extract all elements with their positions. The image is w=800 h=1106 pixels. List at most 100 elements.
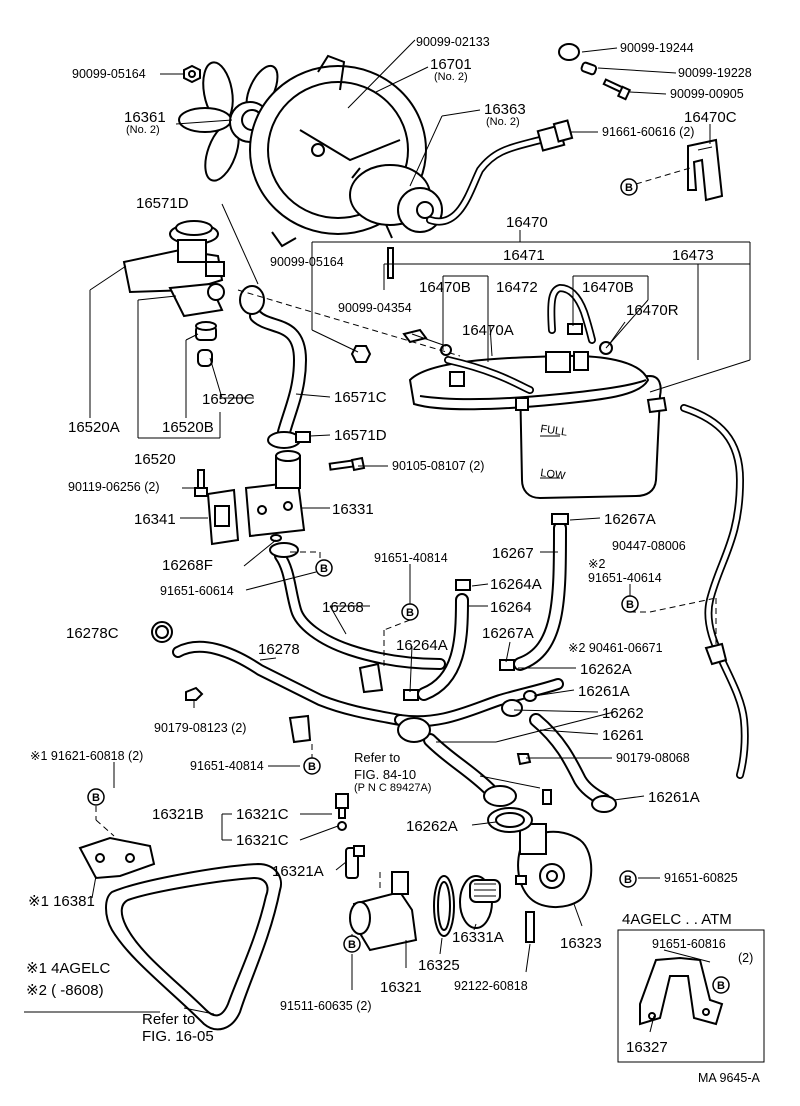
label-16321C-b: 16321C (236, 832, 289, 849)
label-16331: 16331 (332, 501, 374, 518)
label-16470C: 16470C (684, 109, 737, 126)
label-note2: ※2 (588, 557, 605, 571)
label-16571C: 16571C (334, 389, 387, 406)
water-outlet-16520 (122, 220, 225, 318)
label-16361: 16361 (124, 109, 166, 126)
label-16264A-top: 16264A (490, 576, 542, 593)
label-variant: 4AGELC . . ATM (622, 911, 732, 928)
bracket-icon (185, 662, 384, 744)
label-16472: 16472 (496, 279, 538, 296)
label-16473: 16473 (672, 247, 714, 264)
label-90447-08006: 90447-08006 (612, 539, 686, 553)
label-91511-60635: 91511-60635 (2) (280, 999, 372, 1013)
gasket-16341-icon (206, 488, 240, 546)
label-refer-fig-line2: FIG. 16-05 (142, 1028, 214, 1045)
label-16470B-a: 16470B (419, 279, 471, 296)
nut-icon (183, 64, 201, 84)
cap-icon (195, 321, 217, 367)
reservoir-tank: FULL LOW (408, 351, 668, 500)
label-90099-19244: 90099-19244 (620, 41, 694, 55)
label-16261A-bot: 16261A (648, 789, 700, 806)
label-16331A: 16331A (452, 929, 504, 946)
fan-motor-icon (349, 164, 443, 233)
water-inlet-16331 (244, 450, 306, 538)
label-16361-note: (No. 2) (126, 124, 160, 136)
label-90099-05164-mid: 90099-05164 (270, 255, 344, 269)
bolt-icon (602, 78, 632, 101)
label-16267A-top: 16267A (604, 511, 656, 528)
electric-fan-assembly (178, 43, 724, 248)
label-91651-60816: 91651-60816 (652, 937, 726, 951)
hose-clamp-16571D-icon (239, 285, 311, 449)
label-16571D-top: 16571D (136, 195, 189, 212)
leader-lines (24, 39, 751, 1033)
label-16321B: 16321B (152, 806, 204, 823)
label-91621-60818: ※1 91621-60818 (2) (30, 749, 143, 763)
label-16520: 16520 (134, 451, 176, 468)
label-16264: 16264 (490, 599, 532, 616)
label-refer-line3: (P N C 89427A) (354, 782, 431, 794)
label-16363: 16363 (484, 101, 526, 118)
collar-icon (580, 61, 598, 76)
label-90099-02133: 90099-02133 (416, 35, 490, 49)
label-90179-08123: 90179-08123 (2) (154, 721, 246, 735)
label-16327: 16327 (626, 1039, 668, 1056)
label-91651-60825: 91651-60825 (664, 871, 738, 885)
label-90119-06256: 90119-06256 (2) (68, 480, 160, 494)
label-16470R: 16470R (626, 302, 679, 319)
label-91651-60614: 91651-60614 (160, 584, 234, 598)
label-16325: 16325 (418, 957, 460, 974)
bracket-16381-icon (78, 836, 156, 880)
label-16321: 16321 (380, 979, 422, 996)
svg-text:FULL: FULL (540, 423, 568, 439)
label-16267A-mid: 16267A (482, 625, 534, 642)
gasket-16325-icon (433, 875, 455, 937)
label-16264A-mid: 16264A (396, 637, 448, 654)
label-16520A: 16520A (68, 419, 120, 436)
hose-clips-icon (403, 513, 569, 701)
label-16520C: 16520C (202, 391, 255, 408)
label-90461-06671: ※2 90461-06671 (568, 641, 663, 655)
bracket-16470C-icon (687, 138, 724, 202)
pipe-end-16268F-icon (269, 534, 299, 558)
figure-id: MA 9645-A (698, 1071, 761, 1085)
label-90099-19228: 90099-19228 (678, 66, 752, 80)
label-91651-60816-qty: (2) (738, 951, 753, 965)
label-16262A-bot: 16262A (406, 818, 458, 835)
label-16321C-a: 16321C (236, 806, 289, 823)
label-16701-note: (No. 2) (434, 71, 468, 83)
label-16262: 16262 (602, 705, 644, 722)
label-92122-60818: 92122-60818 (454, 979, 528, 993)
label-refer-fig-line1: Refer to (142, 1011, 195, 1028)
label-16363-note: (No. 2) (486, 116, 520, 128)
o-ring-16278C-icon (151, 621, 173, 643)
label-16323: 16323 (560, 935, 602, 952)
label-90099-04354: 90099-04354 (338, 301, 412, 315)
connector-icon (536, 119, 574, 152)
label-16470A: 16470A (462, 322, 514, 339)
legend-line-2: ※2 ( -8608) (26, 982, 104, 999)
sensor-16321B-icon (335, 793, 349, 831)
label-91651-40814-bot: 91651-40814 (190, 759, 264, 773)
label-91651-40814-top: 91651-40814 (374, 551, 448, 565)
label-16261: 16261 (602, 727, 644, 744)
sensor-16321A-icon (345, 845, 365, 879)
hose-fitting-16262A-icon (487, 807, 533, 833)
label-refer-line2: FIG. 84-10 (354, 767, 416, 782)
label-16262A-top: 16262A (580, 661, 632, 678)
label-16520B: 16520B (162, 419, 214, 436)
grommet-icon (558, 43, 580, 61)
label-16471: 16471 (503, 247, 545, 264)
label-16268F: 16268F (162, 557, 213, 574)
label-16278: 16278 (258, 641, 300, 658)
part-labels: 90099-02133 16701 (No. 2) 90099-19244 90… (26, 35, 761, 1085)
label-91661-60616: 91661-60616 (2) (602, 125, 694, 139)
bracket-16327-icon (639, 956, 724, 1026)
water-inlet-16321 (349, 871, 418, 952)
label-16278C: 16278C (66, 625, 119, 642)
water-pump-16323 (515, 753, 593, 943)
label-16341: 16341 (134, 511, 176, 528)
label-90105-08107: 90105-08107 (2) (392, 459, 484, 473)
label-16470: 16470 (506, 214, 548, 231)
